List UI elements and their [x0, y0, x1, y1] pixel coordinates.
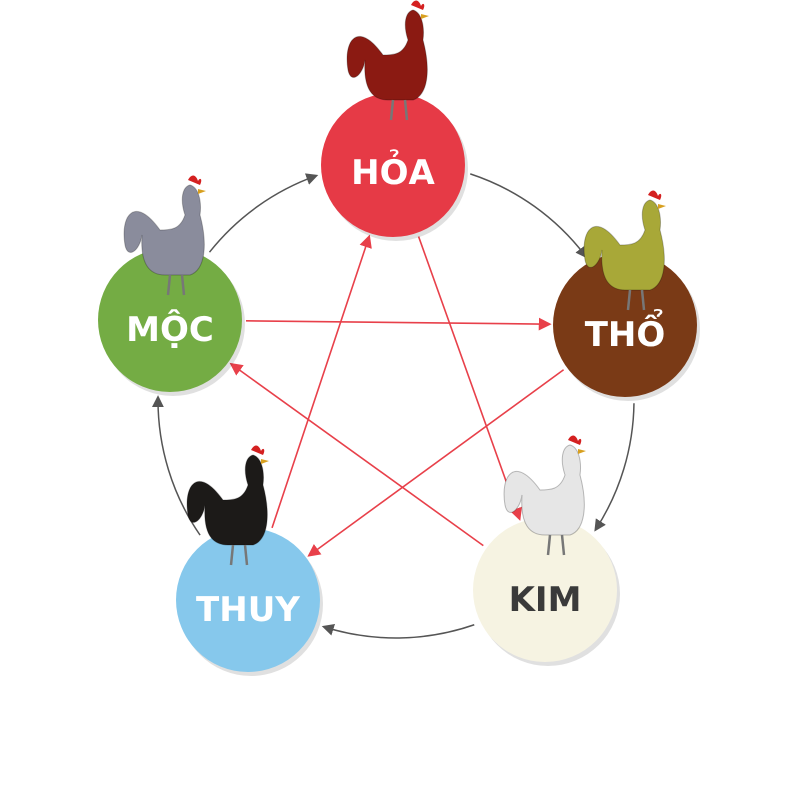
hoa-label: HỎA	[351, 149, 435, 193]
rooster-icon	[346, 0, 429, 121]
moc-label: MỘC	[126, 309, 214, 350]
element-hoa: HỎA	[321, 0, 468, 241]
overcoming-star-arrows	[229, 234, 565, 557]
rooster-icon	[186, 445, 269, 566]
cycle-arrow-moc-to-hoa	[208, 173, 319, 253]
tho-circle	[553, 253, 697, 397]
star-arrow-kim-to-moc	[229, 362, 484, 547]
star-arrow-hoa-to-kim	[417, 236, 522, 521]
star-arrow-tho-to-thuy	[307, 369, 565, 557]
element-kim: KIM	[473, 435, 620, 666]
kim-circle	[473, 518, 617, 662]
element-tho: THỔ	[553, 190, 700, 401]
thuy-circle	[176, 528, 320, 672]
cycle-arrow-kim-to-thuy	[321, 624, 475, 639]
element-moc: MỘC	[98, 175, 245, 396]
star-arrow-moc-to-tho	[245, 317, 552, 331]
star-arrow-thuy-to-hoa	[271, 234, 372, 529]
cycle-arrow-hoa-to-tho	[470, 173, 588, 259]
rooster-icon	[583, 190, 666, 311]
hoa-circle	[321, 93, 465, 237]
tho-label: THỔ	[585, 308, 666, 355]
kim-label: KIM	[509, 580, 582, 620]
thuy-label: THUY	[196, 590, 300, 630]
cycle-arrow-tho-to-kim	[594, 403, 635, 532]
rooster-icon	[123, 175, 206, 296]
rooster-icon	[503, 435, 586, 556]
element-thuy: THUY	[176, 445, 323, 676]
moc-circle	[98, 248, 242, 392]
